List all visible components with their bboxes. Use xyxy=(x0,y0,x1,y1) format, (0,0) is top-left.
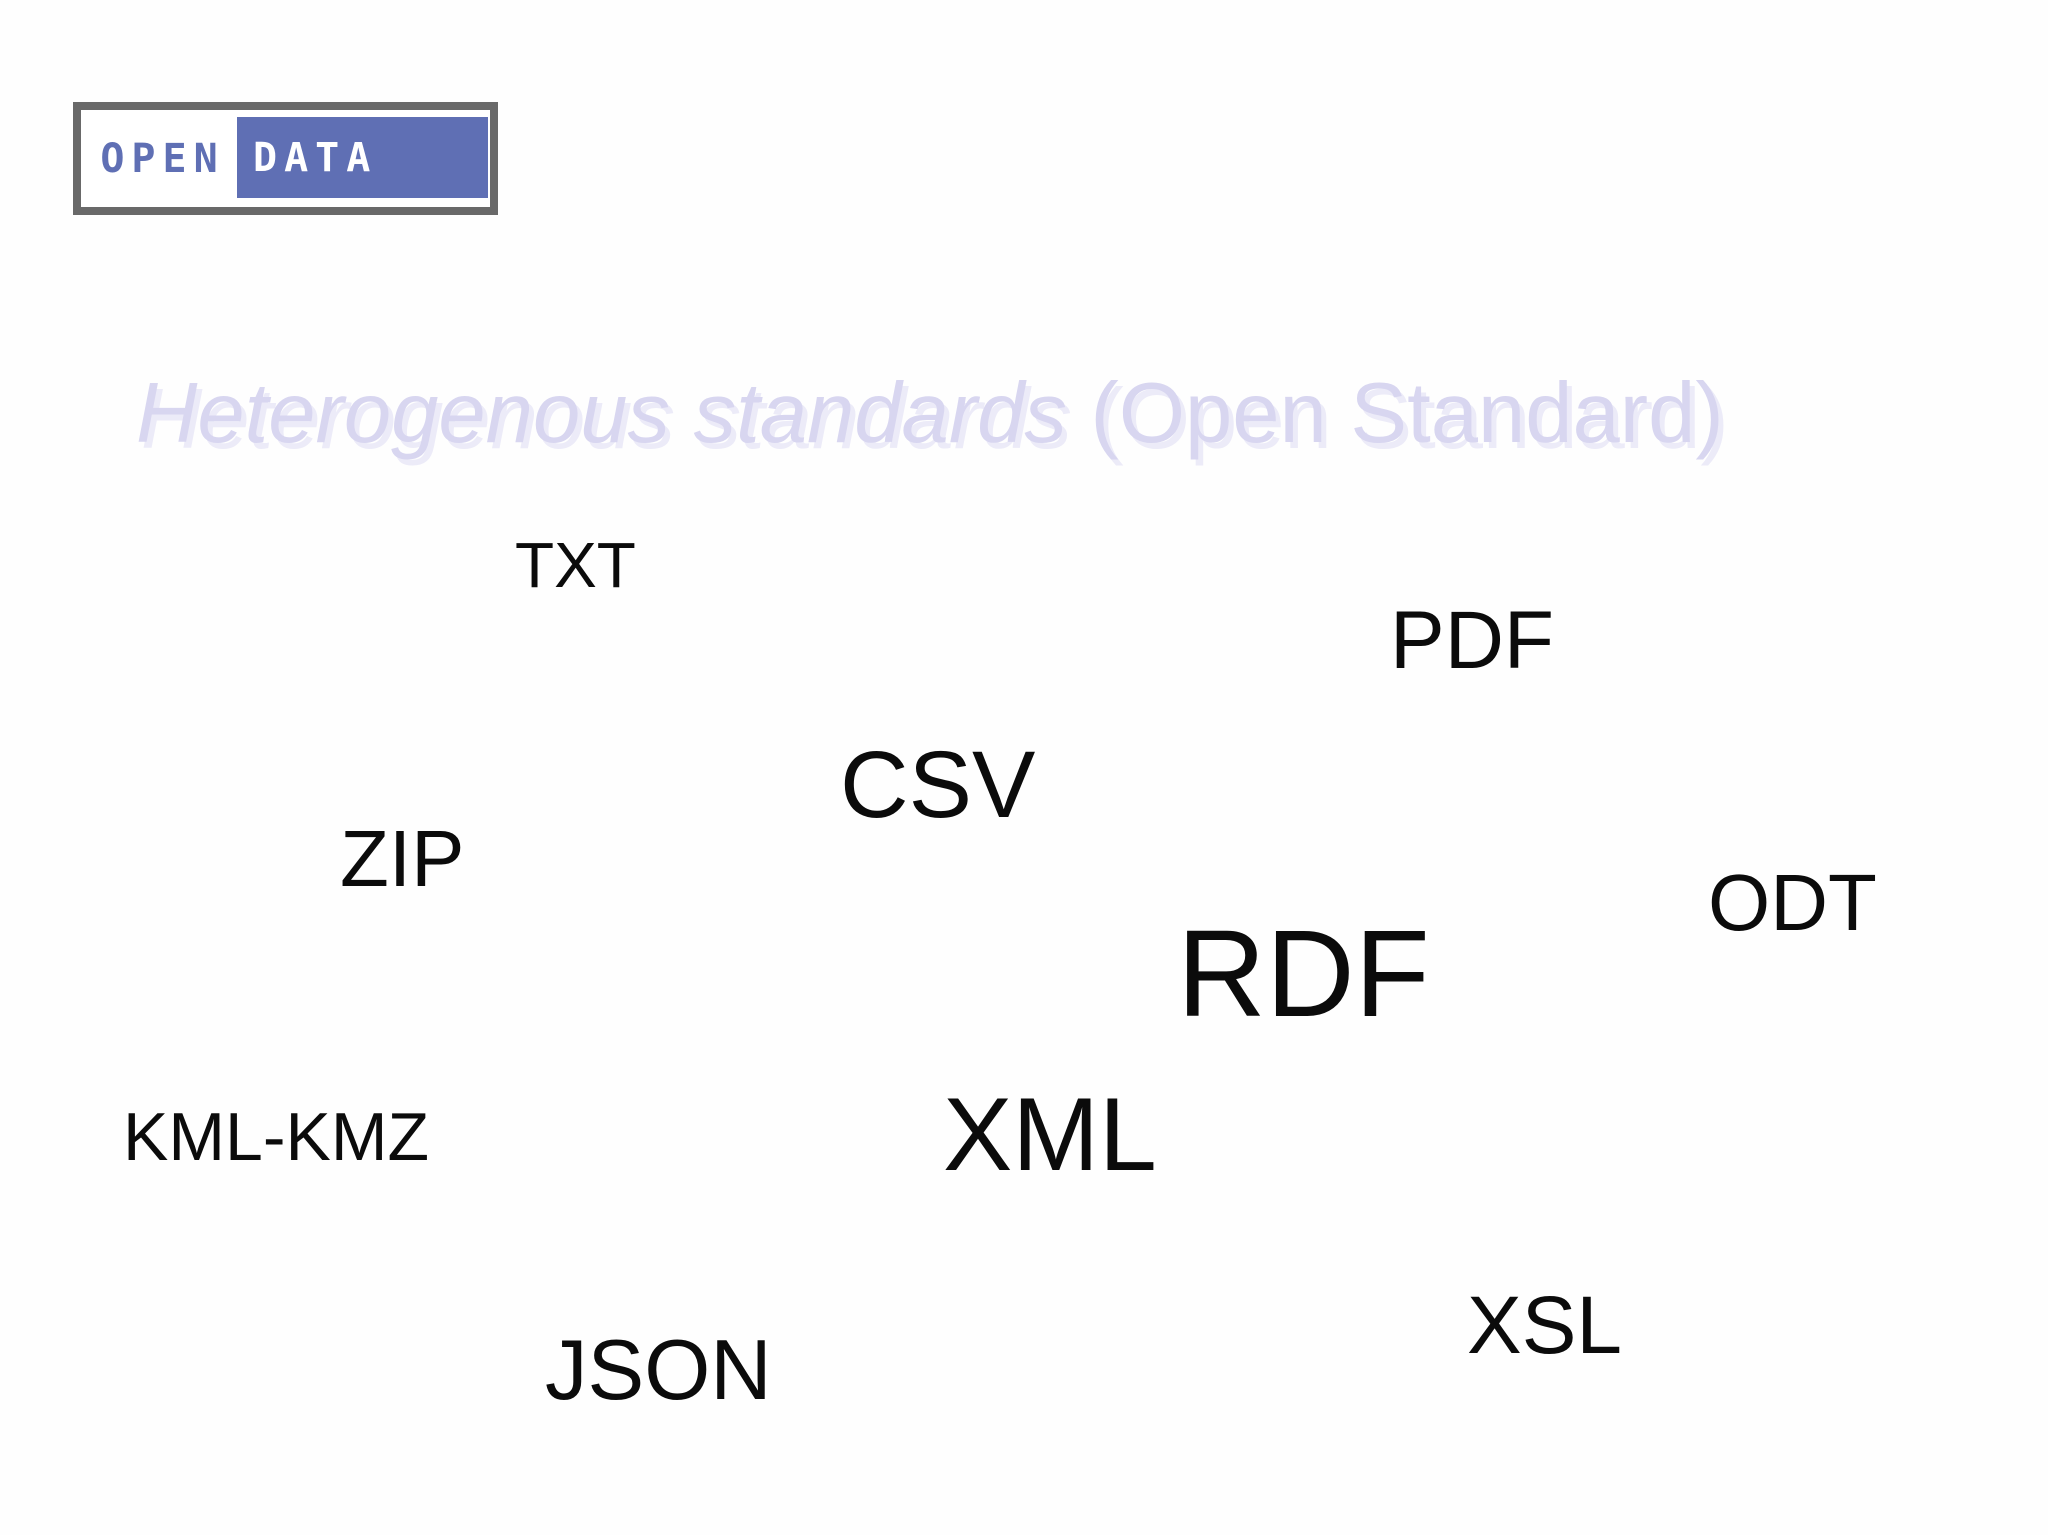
format-label-pdf: PDF xyxy=(1390,595,1554,686)
logo-open-text: OPEN xyxy=(100,135,225,182)
format-label-rdf: RDF xyxy=(1177,906,1430,1043)
open-data-logo: OPEN DATA xyxy=(73,102,498,215)
slide-title-italic-part: Heterogenous standards xyxy=(136,366,1067,461)
logo-data-text: DATA xyxy=(237,117,488,198)
format-label-json: JSON xyxy=(545,1323,772,1418)
format-label-odt: ODT xyxy=(1708,858,1877,947)
format-label-xml: XML xyxy=(943,1077,1157,1193)
format-label-csv: CSV xyxy=(840,732,1036,838)
slide-title-normal-part: (Open Standard) xyxy=(1066,366,1724,461)
format-label-zip: ZIP xyxy=(340,814,465,903)
format-label-txt: TXT xyxy=(515,529,636,601)
format-label-kml-kmz: KML-KMZ xyxy=(123,1099,429,1175)
slide-title: Heterogenous standards (Open Standard) xyxy=(136,371,1724,456)
format-label-xsl: XSL xyxy=(1467,1280,1622,1371)
